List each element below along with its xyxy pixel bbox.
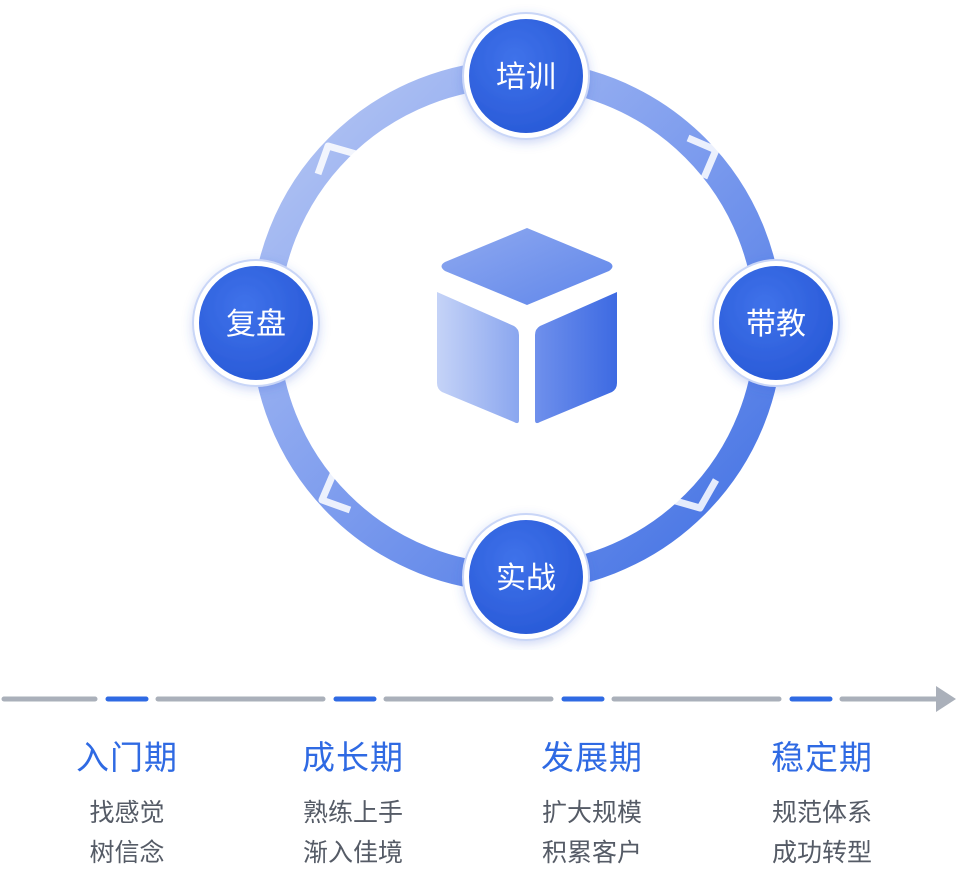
- stage-title: 稳定期: [771, 738, 873, 777]
- cube-icon: [437, 228, 617, 424]
- stage-title: 发展期: [541, 738, 643, 777]
- ring-arrow-bottom-left: [318, 470, 352, 514]
- node-review[interactable]: 复盘: [192, 259, 320, 387]
- stage-desc-line: 扩大规模: [541, 798, 642, 827]
- node-coaching[interactable]: 带教: [712, 259, 840, 387]
- cycle-diagram: 培训 带教 实战 复盘: [192, 12, 840, 641]
- ring-arrow-bottom-right: [671, 478, 720, 512]
- node-practice[interactable]: 实战: [462, 513, 590, 641]
- stage-title: 入门期: [76, 738, 178, 777]
- stage-development: 发展期 扩大规模 积累客户: [492, 733, 692, 873]
- node-training[interactable]: 培训: [462, 12, 590, 140]
- ring-arrow-top-right: [686, 134, 720, 180]
- stage-desc-line: 熟练上手: [302, 798, 403, 827]
- stage-beginner: 入门期 找感觉 树信念: [27, 733, 227, 873]
- stage-growth: 成长期 熟练上手 渐入佳境: [253, 733, 453, 873]
- node-coaching-label: 带教: [746, 307, 806, 342]
- stage-desc-line: 找感觉: [89, 798, 165, 827]
- stage-stable: 稳定期 规范体系 成功转型: [722, 733, 922, 873]
- stage-desc-line: 成功转型: [771, 838, 872, 867]
- node-review-label: 复盘: [226, 307, 286, 342]
- arrow-right-icon: [936, 686, 956, 712]
- stage-desc-line: 积累客户: [541, 838, 642, 867]
- stage-title: 成长期: [302, 738, 404, 777]
- stage-desc-line: 树信念: [89, 838, 165, 867]
- node-practice-label: 实战: [496, 561, 556, 596]
- node-training-label: 培训: [496, 60, 556, 95]
- stage-desc-line: 规范体系: [771, 798, 872, 827]
- timeline: [1, 686, 956, 712]
- stage-desc-line: 渐入佳境: [302, 838, 403, 867]
- ring-arrow-top-left: [314, 142, 357, 176]
